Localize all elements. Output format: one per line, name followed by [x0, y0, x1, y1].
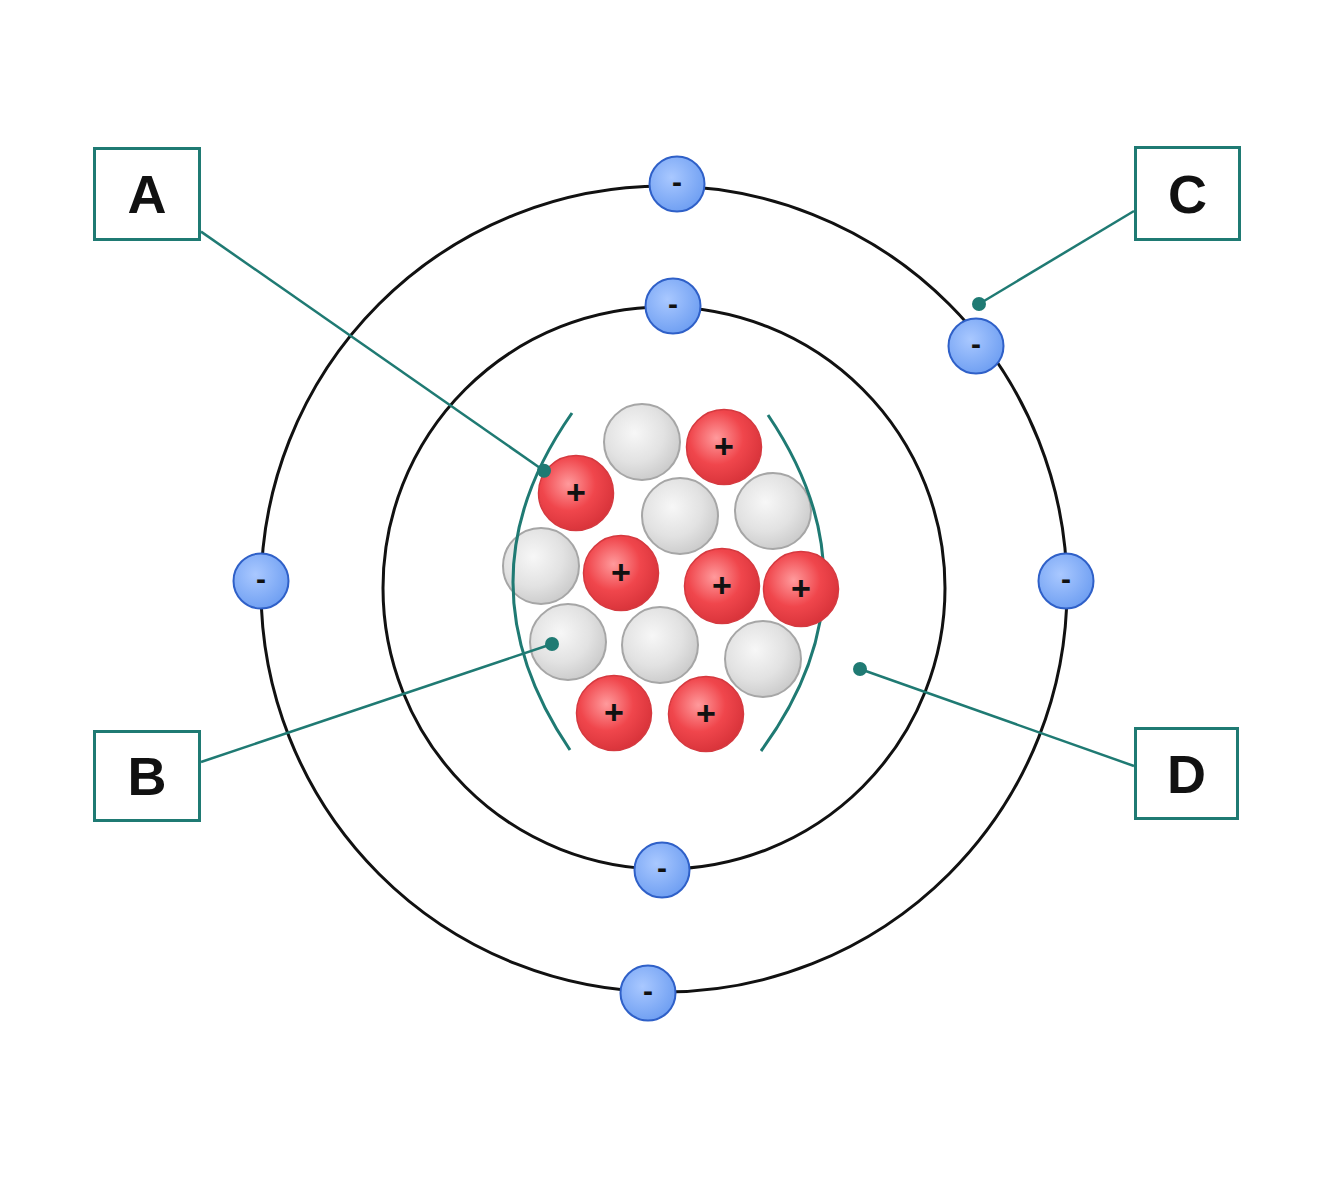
electron-outline [621, 966, 676, 1021]
proton-outline [764, 552, 839, 627]
neutron [642, 478, 718, 554]
leader-line [979, 211, 1134, 304]
electron-outline [646, 279, 701, 334]
callout-letter: D [1167, 747, 1206, 801]
electron-circle: - [1037, 552, 1095, 610]
proton-outline [584, 536, 659, 611]
callout-box: A [93, 147, 201, 241]
electron-circle: - [633, 841, 691, 899]
electron-outline [650, 157, 705, 212]
proton-outline [539, 456, 614, 531]
electron-circle: - [947, 317, 1005, 375]
leader-line [201, 232, 544, 471]
electron-outline [1039, 554, 1094, 609]
proton-circle: + [667, 675, 745, 753]
proton-circle: + [683, 547, 761, 625]
leader-connector [201, 232, 551, 478]
charge-sign: + [566, 475, 586, 509]
proton-outline [669, 677, 744, 752]
charge-sign: - [668, 289, 678, 319]
neutron [530, 604, 606, 680]
charge-sign: + [712, 568, 732, 602]
neutron [735, 473, 811, 549]
charge-sign: - [1061, 564, 1071, 594]
outer-orbit [261, 186, 1067, 992]
charge-sign: - [643, 976, 653, 1006]
charge-sign: - [971, 329, 981, 359]
proton-outline [687, 410, 762, 485]
callout-letter: B [128, 749, 167, 803]
callout-box: B [93, 730, 201, 822]
charge-sign: - [256, 564, 266, 594]
charge-sign: + [714, 429, 734, 463]
callout-box: C [1134, 146, 1241, 241]
electron-outline [949, 319, 1004, 374]
inner-orbit [383, 307, 945, 869]
leader-dot [545, 637, 559, 651]
proton-outline [577, 676, 652, 751]
proton-outline [685, 549, 760, 624]
electron-outline [234, 554, 289, 609]
proton-circle: + [582, 534, 660, 612]
electron-circle: - [644, 277, 702, 335]
charge-sign: - [672, 167, 682, 197]
charge-sign: + [791, 571, 811, 605]
electron-circle: - [619, 964, 677, 1022]
charge-sign: + [611, 555, 631, 589]
leader-line [201, 644, 552, 762]
neutron [622, 607, 698, 683]
callout-box: D [1134, 727, 1239, 820]
charge-sign: + [604, 695, 624, 729]
electron-circle: - [232, 552, 290, 610]
proton-circle: + [537, 454, 615, 532]
leader-line [860, 669, 1134, 766]
charge-sign: - [657, 853, 667, 883]
electron-outline [635, 843, 690, 898]
proton-circle: + [685, 408, 763, 486]
callout-letter: C [1168, 167, 1207, 221]
leader-dot [972, 297, 986, 311]
proton-circle: + [762, 550, 840, 628]
neutron [604, 404, 680, 480]
charge-sign: + [696, 696, 716, 730]
electron-circle: - [648, 155, 706, 213]
neutron [725, 621, 801, 697]
leader-dot [853, 662, 867, 676]
proton-circle: + [575, 674, 653, 752]
callout-letter: A [128, 167, 167, 221]
